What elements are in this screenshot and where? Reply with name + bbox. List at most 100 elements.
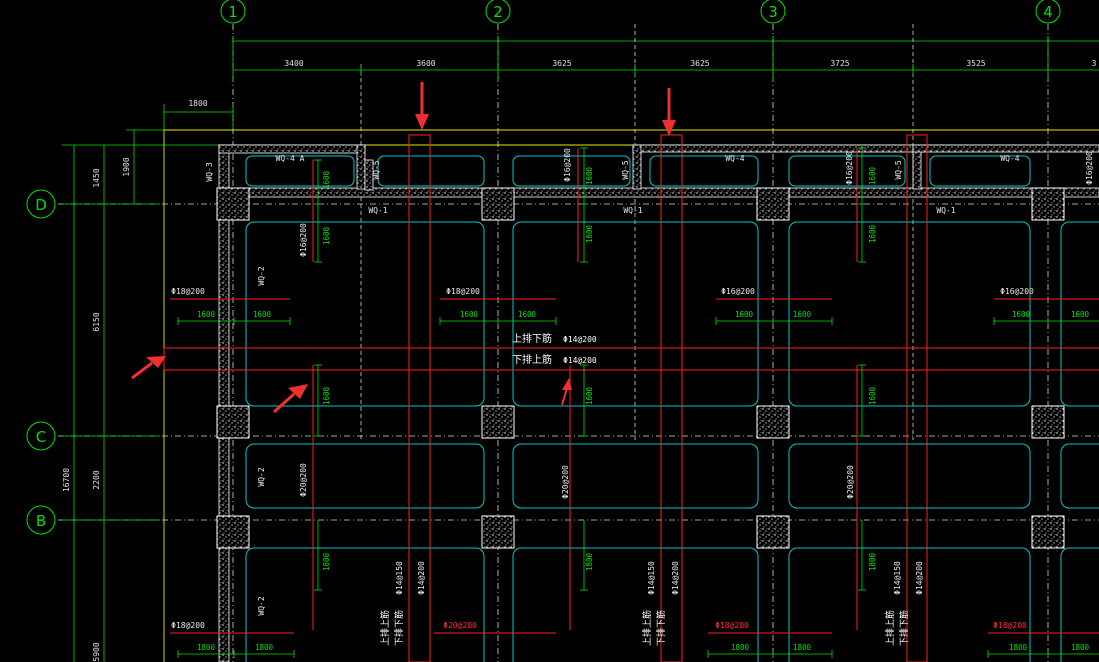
rebar-label-phi16-v1: Φ16@200 <box>299 223 308 257</box>
column-9 <box>481 515 515 549</box>
rebar-label-phi16-v3: Φ16@200 <box>845 151 854 185</box>
slab-top-panel-1 <box>377 155 485 187</box>
rebar-span-marks <box>177 147 1099 658</box>
wall-wq4b-left <box>632 144 642 190</box>
slab-panel-8 <box>245 547 485 662</box>
column-10 <box>756 515 790 549</box>
column-6 <box>756 405 790 439</box>
span-1600-v2: 1600 <box>322 226 331 245</box>
grid-bubble-C <box>26 421 56 451</box>
label-wq4c: WQ-4 <box>1000 154 1019 163</box>
dim-left-5900: 5900 <box>92 642 101 661</box>
span-1600-h8: 1600 <box>1071 310 1090 319</box>
span-1600-h1: 1600 <box>197 310 216 319</box>
span-1600-v4: 1600 <box>585 166 594 185</box>
slab-panel-3 <box>1060 221 1099 407</box>
dim-top-3625a: 3625 <box>552 59 571 68</box>
slab-top-panel-5 <box>929 155 1031 187</box>
slab-top-panel-4 <box>788 155 906 187</box>
column-2 <box>756 187 790 221</box>
slab-panel-5 <box>512 443 759 509</box>
rebar-red-lines <box>163 134 1099 662</box>
span-1600-v5: 1600 <box>585 224 594 243</box>
grid-bubbles <box>26 0 1061 535</box>
span-1800-h1: 1800 <box>197 643 216 652</box>
dim-left-2200: 2200 <box>92 470 101 489</box>
rebar-label-phi18-mid: Φ18@200 <box>446 287 480 296</box>
wall-wq4a-right <box>356 144 366 190</box>
grid-bubble-4 <box>1035 0 1061 24</box>
label-wq5b: WQ-5 <box>621 160 630 179</box>
arrow-down-left-icon <box>415 82 429 130</box>
legend-v-bottom-bottom-1: 下排下筋 <box>393 610 405 646</box>
span-1600-v7: 1600 <box>868 166 877 185</box>
rebar-label-phi16-c3: Φ16@200 <box>721 287 755 296</box>
grid-bubble-3 <box>760 0 786 24</box>
slab-panel-2 <box>788 221 1031 407</box>
label-wq1a: WQ-1 <box>368 206 387 215</box>
rebar-label-phi18-bl: Φ18@200 <box>171 621 205 630</box>
span-1600-h5: 1600 <box>735 310 754 319</box>
arrow-wall-icon <box>272 384 308 414</box>
walls <box>218 144 1099 662</box>
rebar-label-phi14-200a: Φ14@200 <box>417 561 426 595</box>
dim-left-6150: 6150 <box>92 312 101 331</box>
label-wq2c: WQ-2 <box>257 596 266 615</box>
grid-bubble-B <box>26 505 56 535</box>
column-3 <box>1031 187 1065 221</box>
legend-v-top-top-1: 上排上筋 <box>379 610 391 646</box>
label-wq1b: WQ-1 <box>623 206 642 215</box>
span-1600-h7: 1600 <box>1012 310 1031 319</box>
column-7 <box>1031 405 1065 439</box>
dim-top-3600: 3600 <box>416 59 435 68</box>
rebar-label-phi14-200b: Φ14@200 <box>671 561 680 595</box>
dim-top-3: 3 <box>1092 59 1097 68</box>
left-dimension-chain <box>62 129 218 662</box>
span-1600-h4: 1600 <box>518 310 537 319</box>
rebar-label-phi14-150b: Φ14@150 <box>647 561 656 595</box>
slab-top-panel-0 <box>245 155 355 187</box>
dim-left-1900: 1900 <box>122 157 131 176</box>
legend-phi14-a: Φ14@200 <box>563 335 597 344</box>
rebar-label-phi20-v2: Φ20@200 <box>561 465 570 499</box>
slab-panels <box>245 155 1099 662</box>
span-1800-h2: 1800 <box>255 643 274 652</box>
rebar-label-phi18-red-c3: Φ18@200 <box>715 621 749 630</box>
column-11 <box>1031 515 1065 549</box>
columns <box>216 187 1065 549</box>
legend-v-top-top-3: 上排上筋 <box>884 610 896 646</box>
slab-top-panel-2 <box>512 155 631 187</box>
legend-top-bottom: 上排下筋 <box>512 332 552 345</box>
rebar-label-phi18-left: Φ18@200 <box>171 287 205 296</box>
top-dimension-chain <box>163 24 1099 440</box>
rebar-label-phi18-red-c4: Φ18@200 <box>993 621 1027 630</box>
column-4 <box>216 405 250 439</box>
legend-v-top-top-2: 上排上筋 <box>641 610 653 646</box>
slab-panel-0 <box>245 221 485 407</box>
label-wq2a: WQ-2 <box>257 266 266 285</box>
grid-label-2: 2 <box>493 3 503 21</box>
wall-wq4a-top <box>218 144 366 154</box>
slab-panel-11 <box>1060 547 1099 662</box>
dim-top-3400: 3400 <box>284 59 303 68</box>
span-1800-h4: 1800 <box>793 643 812 652</box>
span-1600-h6: 1600 <box>793 310 812 319</box>
label-wq4a: WQ-4 A <box>276 154 305 163</box>
dim-top-3625b: 3625 <box>690 59 709 68</box>
label-wq4b: WQ-4 <box>725 154 744 163</box>
label-wq5a: WQ-5 <box>372 160 381 179</box>
grid-label-D: D <box>35 196 47 214</box>
grid-bubble-1 <box>220 0 246 24</box>
grid-label-4: 4 <box>1043 3 1053 21</box>
rebar-label-phi14-150c: Φ14@150 <box>893 561 902 595</box>
label-wq2b: WQ-2 <box>257 467 266 486</box>
wall-wq4b-top <box>632 144 924 153</box>
grid-label-3: 3 <box>768 3 778 21</box>
column-8 <box>216 515 250 549</box>
label-wq3: WQ-3 <box>205 162 214 181</box>
span-1800-v3: 1800 <box>868 552 877 571</box>
slab-panel-4 <box>245 443 485 509</box>
slab-panel-7 <box>1060 443 1099 509</box>
slab-panel-6 <box>788 443 1031 509</box>
